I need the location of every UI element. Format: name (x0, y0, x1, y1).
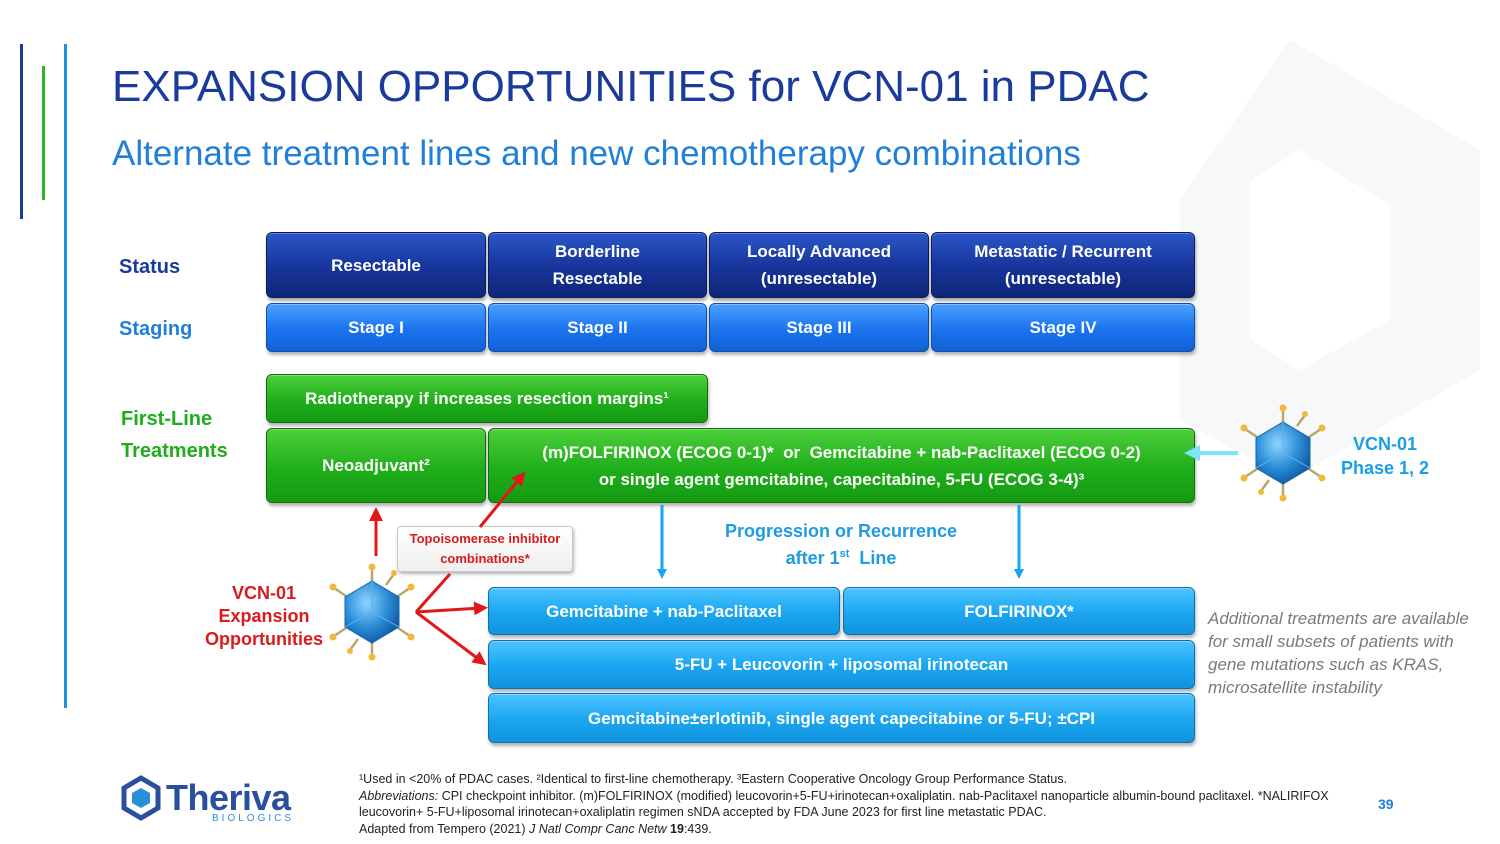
status-box-metastatic: Metastatic / Recurrent (unresectable) (931, 232, 1195, 298)
adapted-journal: J Natl Compr Canc Netw (529, 821, 667, 836)
status-label: Borderline (554, 242, 641, 261)
footnote-abbreviations: Abbreviations: CPI checkpoint inhibitor.… (359, 788, 1329, 821)
status-label: (unresectable) (760, 269, 878, 288)
abbrev-text: CPI checkpoint inhibitor. (m)FOLFIRINOX … (359, 788, 1329, 820)
vcn-right-line1: VCN-01 (1352, 434, 1418, 454)
neoadjuvant-box: Neoadjuvant² (266, 428, 486, 503)
logo-subtitle: BIOLOGICS (212, 813, 295, 824)
fu-leucovorin-box: 5-FU + Leucovorin + liposomal irinotecan (488, 640, 1195, 689)
abbrev-label: Abbreviations: (359, 788, 439, 803)
vcn-left-line1: VCN-01 (231, 583, 297, 603)
stage-box-4: Stage IV (931, 303, 1195, 352)
topoisomerase-callout: Topoisomerase inhibitor combinations* (397, 526, 573, 572)
adapted-vol: 19 (666, 821, 684, 836)
stage-box-3: Stage III (709, 303, 929, 352)
footnote-line1: ¹Used in <20% of PDAC cases. ²Identical … (359, 772, 1068, 786)
adapted-pre: Adapted from Tempero (2021) (359, 821, 530, 836)
vcn-left-line2: Expansion (218, 606, 310, 626)
progression-line2: after 1st Line (700, 545, 982, 572)
progression-line: Line (849, 548, 897, 568)
progression-after: after 1 (785, 548, 840, 568)
folfirinox-box: FOLFIRINOX* (843, 587, 1195, 635)
page-title: EXPANSION OPPORTUNITIES for VCN-01 in PD… (112, 62, 1150, 111)
radiotherapy-box: Radiotherapy if increases resection marg… (266, 374, 708, 423)
label-status: Status (119, 256, 181, 278)
label-first-line: First-Line (121, 408, 213, 430)
footnotes: ¹Used in <20% of PDAC cases. ²Identical … (359, 771, 1329, 837)
first-line-chemo-box: (m)FOLFIRINOX (ECOG 0-1)* or Gemcitabine… (488, 428, 1195, 503)
stage-box-2: Stage II (488, 303, 707, 352)
status-label: Locally Advanced (747, 242, 891, 261)
footnote-adapted: Adapted from Tempero (2021) J Natl Compr… (359, 821, 1329, 838)
stage-box-1: Stage I (266, 303, 486, 352)
label-staging: Staging (119, 318, 193, 340)
topo-line2: combinations* (440, 551, 530, 566)
page-subtitle: Alternate treatment lines and new chemot… (112, 134, 1081, 173)
first-line-chemo-line1: (m)FOLFIRINOX (ECOG 0-1)* or Gemcitabine… (542, 442, 1141, 462)
label-treatments: Treatments (121, 440, 228, 462)
status-label: (unresectable) (1004, 269, 1122, 288)
vcn-right-line2: Phase 1, 2 (1340, 458, 1430, 478)
vcn-expansion-label: VCN-01 Expansion Opportunities (196, 582, 332, 651)
decor-line-blue (64, 44, 67, 708)
progression-sup: st (839, 548, 850, 560)
topo-line1: Topoisomerase inhibitor (409, 531, 561, 546)
vcn-phase-label: VCN-01 Phase 1, 2 (1320, 432, 1450, 480)
first-line-chemo-line2: or single agent gemcitabine, capecitabin… (598, 469, 1085, 489)
page-number: 39 (1378, 796, 1394, 812)
status-label: Resectable (552, 269, 643, 288)
decor-line-navy (20, 44, 23, 219)
progression-line1: Progression or Recurrence (724, 521, 958, 541)
logo-wordmark: Theriva (166, 777, 291, 818)
decor-line-green (42, 66, 45, 200)
adapted-post: :439. (683, 821, 712, 836)
gem-erlotinib-box: Gemcitabine±erlotinib, single agent cape… (488, 693, 1195, 743)
additional-treatments-note: Additional treatments are available for … (1208, 609, 1469, 697)
gem-nab-box: Gemcitabine + nab-Paclitaxel (488, 587, 840, 635)
status-label: Metastatic / Recurrent (974, 242, 1152, 261)
vcn-left-line3: Opportunities (205, 629, 323, 649)
status-box-locally-advanced: Locally Advanced (unresectable) (709, 232, 929, 298)
status-box-resectable: Resectable (266, 232, 486, 298)
status-label: Resectable (331, 255, 421, 275)
progression-label: Progression or Recurrence after 1st Line (700, 518, 982, 572)
